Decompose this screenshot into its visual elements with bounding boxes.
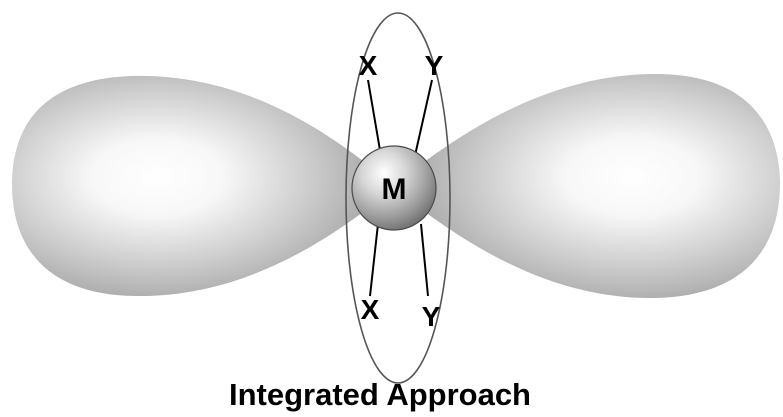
bond-bottom-left [369, 223, 379, 297]
left-orbital-lobe [12, 75, 395, 297]
label-bottom-right-y: Y [422, 301, 441, 332]
label-metal-m: M [382, 173, 407, 206]
metal-center-sphere [351, 145, 437, 231]
right-orbital-lobe [392, 73, 781, 299]
bond-bottom-right [420, 223, 429, 297]
diagram-caption: Integrated Approach [229, 377, 531, 412]
label-bottom-left-x: X [361, 294, 380, 325]
label-top-right-y: Y [425, 50, 444, 81]
label-top-left-x: X [359, 50, 378, 81]
bond-top-right [413, 79, 433, 161]
ligand-plane-ellipse [345, 12, 451, 384]
